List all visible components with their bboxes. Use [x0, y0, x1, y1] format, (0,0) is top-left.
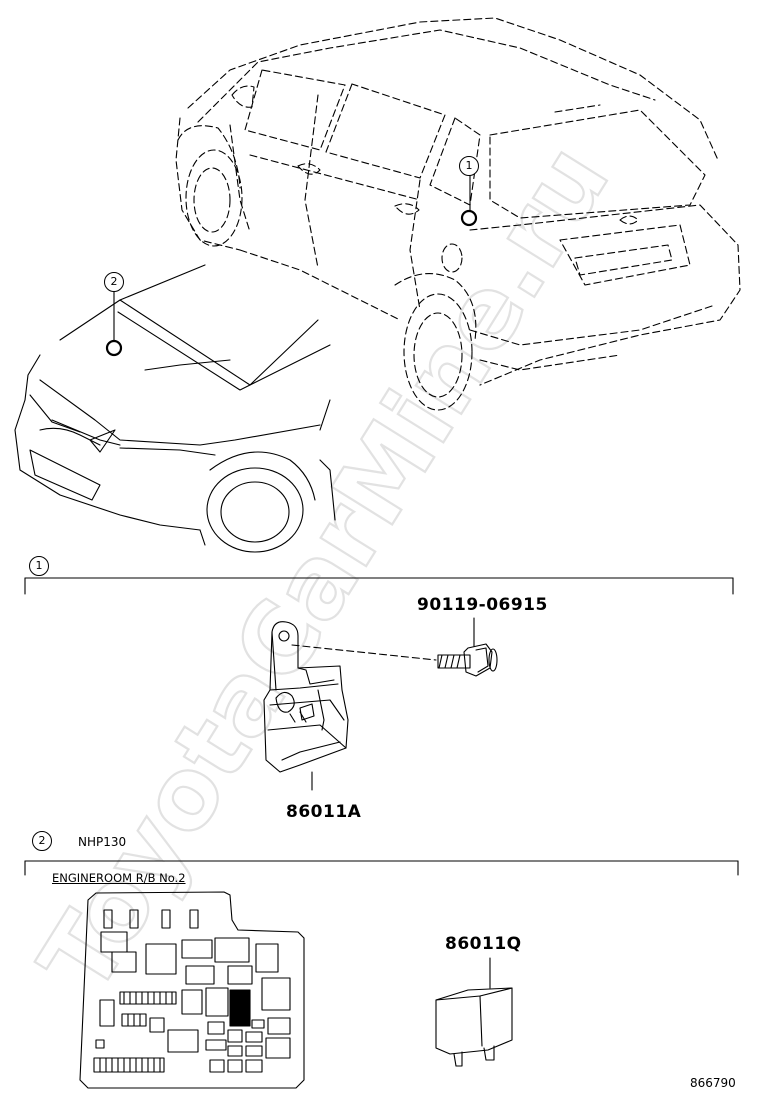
section-2-marker: 2 [32, 831, 52, 851]
section-1-marker: 1 [29, 556, 49, 576]
part-number-86011A: 86011A [286, 802, 362, 822]
callout-2-overview: 2 [104, 272, 124, 292]
location-marker-2 [105, 289, 123, 357]
relay-86011A [263, 621, 349, 791]
car-rear-phantom [175, 17, 741, 411]
drawing-id: 866790 [690, 1076, 736, 1090]
bolt-leader-dashed [291, 644, 437, 661]
engineroom-relay-block [79, 891, 305, 1089]
callout-1-overview: 1 [459, 156, 479, 176]
relay-block-title: ENGINEROOM R/B No.2 [52, 871, 186, 885]
car-front-outline [14, 264, 336, 553]
model-note: NHP130 [78, 835, 127, 849]
highlighted-relay-86011Q [229, 989, 251, 1027]
section-1-bracket [24, 577, 734, 595]
section-2-bracket [24, 860, 739, 876]
part-number-86011Q: 86011Q [445, 934, 522, 954]
relay-86011Q [435, 957, 513, 1067]
bolt-90119-06915 [437, 617, 498, 677]
part-number-90119-06915: 90119-06915 [417, 595, 548, 615]
location-marker-1 [460, 174, 478, 227]
